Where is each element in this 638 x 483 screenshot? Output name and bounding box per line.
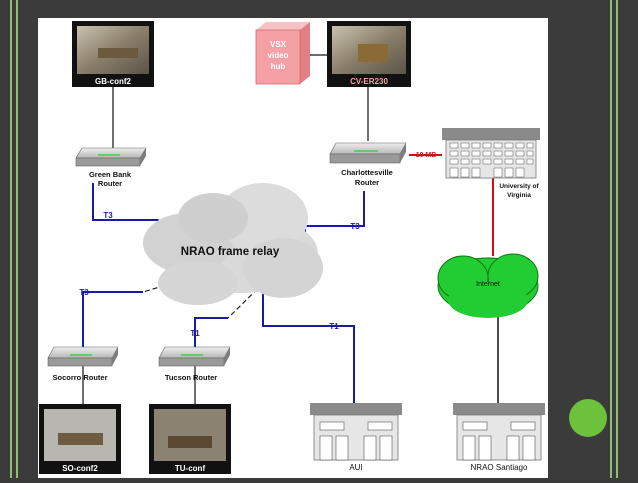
gb-room-photo: GB-conf2 — [72, 21, 154, 87]
cloud-label: NRAO frame relay — [181, 246, 280, 258]
gb-router — [75, 147, 147, 167]
uva-label-1: University of — [499, 183, 539, 190]
gb-room-label: GB-conf2 — [95, 77, 132, 86]
gb-t3-label: T3 — [103, 211, 113, 220]
aui-building — [310, 403, 402, 461]
cv-room-label: CV-ER230 — [350, 77, 388, 86]
cv-t3-link — [304, 191, 365, 240]
santiago-label: NRAO Santiago — [471, 463, 528, 472]
santiago-building — [453, 403, 545, 461]
aui-label: AUI — [349, 463, 362, 472]
left-border-line-inner — [16, 0, 18, 478]
tu-room-label: TU-conf — [175, 464, 206, 473]
uva-building — [442, 128, 540, 179]
tu-room-photo: TU-conf — [149, 404, 231, 474]
tu-t1-label: T1 — [190, 329, 200, 338]
aui-t1-link — [262, 288, 355, 403]
cv-room-photo: CV-ER230 — [327, 21, 411, 87]
hub-line-3: hub — [271, 62, 286, 71]
network-diagram: NRAO frame relay Internet VSX video hub … — [39, 21, 545, 474]
gb-t3-link — [92, 183, 158, 221]
tu-router-label: Tucson Router — [165, 373, 217, 382]
so-router — [47, 346, 119, 367]
so-t3-label: T3 — [79, 288, 89, 297]
right-border-line — [610, 0, 612, 478]
cv-router-label-1: Charlottesville — [341, 168, 393, 177]
cv-t3-label: T3 — [350, 222, 360, 231]
internet-label: Internet — [476, 281, 500, 288]
gb-router-label-2: Router — [98, 179, 122, 188]
ten-mb-label: 10 MB — [416, 152, 437, 159]
hub-line-1: VSX — [270, 40, 287, 49]
hub-line-2: video — [268, 51, 289, 60]
tu-router — [158, 346, 231, 367]
so-room-label: SO-conf2 — [62, 464, 98, 473]
aui-t1-label: T1 — [329, 322, 339, 331]
right-border-line-outer — [616, 0, 618, 478]
gb-router-label-1: Green Bank — [89, 170, 132, 179]
tu-t1-link — [194, 317, 228, 348]
so-room-photo: SO-conf2 — [39, 404, 121, 474]
internet-cloud — [437, 253, 539, 318]
left-border-line — [10, 0, 12, 478]
so-t3-link — [82, 291, 143, 348]
so-router-label: Socorro Router — [52, 373, 107, 382]
vsx-video-hub: VSX video hub — [255, 22, 310, 85]
frame-relay-cloud — [143, 183, 323, 305]
uva-label-2: Virginia — [507, 192, 531, 199]
network-diagram-canvas: NRAO frame relay Internet VSX video hub … — [38, 18, 548, 478]
slide-accent-dot — [569, 399, 607, 437]
cv-router — [329, 142, 407, 164]
cv-router-label-2: Router — [355, 178, 379, 187]
